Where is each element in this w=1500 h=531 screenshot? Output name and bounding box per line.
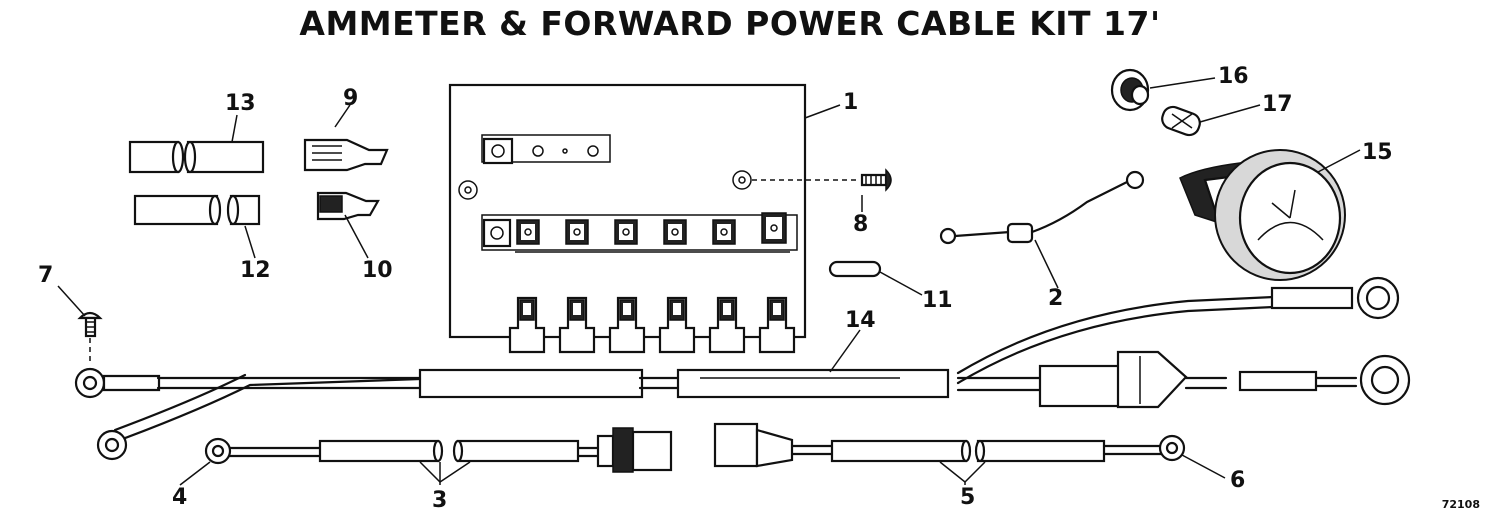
- callout-7: 7: [38, 263, 54, 288]
- callout-16: 16: [1218, 64, 1249, 89]
- callout-11: 11: [922, 288, 953, 313]
- callout-6: 6: [1230, 468, 1246, 493]
- diagram-title: AMMETER & FORWARD POWER CABLE KIT 17': [299, 4, 1161, 43]
- bottom-terminals: [508, 296, 796, 354]
- callout-13: 13: [225, 91, 256, 116]
- sleeves-12-13: [128, 140, 265, 226]
- cable-3: [204, 427, 673, 483]
- callout-12: 12: [240, 258, 271, 283]
- harness-14: [74, 276, 1411, 461]
- callout-9: 9: [343, 86, 359, 111]
- callout-15: 15: [1362, 140, 1393, 165]
- callout-4: 4: [172, 485, 188, 510]
- jumper-2: [939, 170, 1145, 245]
- figure-number: 72108: [1441, 498, 1480, 511]
- callout-10: 10: [362, 258, 393, 283]
- terminals-9-10: [303, 138, 389, 221]
- leader-lines: [57, 77, 1361, 486]
- ammeter-15: [1179, 149, 1346, 281]
- callout-14: 14: [845, 308, 876, 333]
- screw-7: [77, 311, 103, 365]
- callout-5: 5: [960, 485, 976, 510]
- callout-3: 3: [432, 488, 448, 513]
- callout-2: 2: [1048, 286, 1064, 311]
- callout-17: 17: [1262, 92, 1293, 117]
- callout-1: 1: [843, 90, 859, 115]
- socket-bulb-16-17: [1110, 68, 1201, 137]
- callout-8: 8: [853, 212, 869, 237]
- screw-8: [752, 168, 892, 192]
- cable-5: [713, 422, 1186, 484]
- pin-11: [828, 260, 882, 278]
- terminal-block: [448, 83, 807, 354]
- terminal-screws-row: [516, 212, 787, 245]
